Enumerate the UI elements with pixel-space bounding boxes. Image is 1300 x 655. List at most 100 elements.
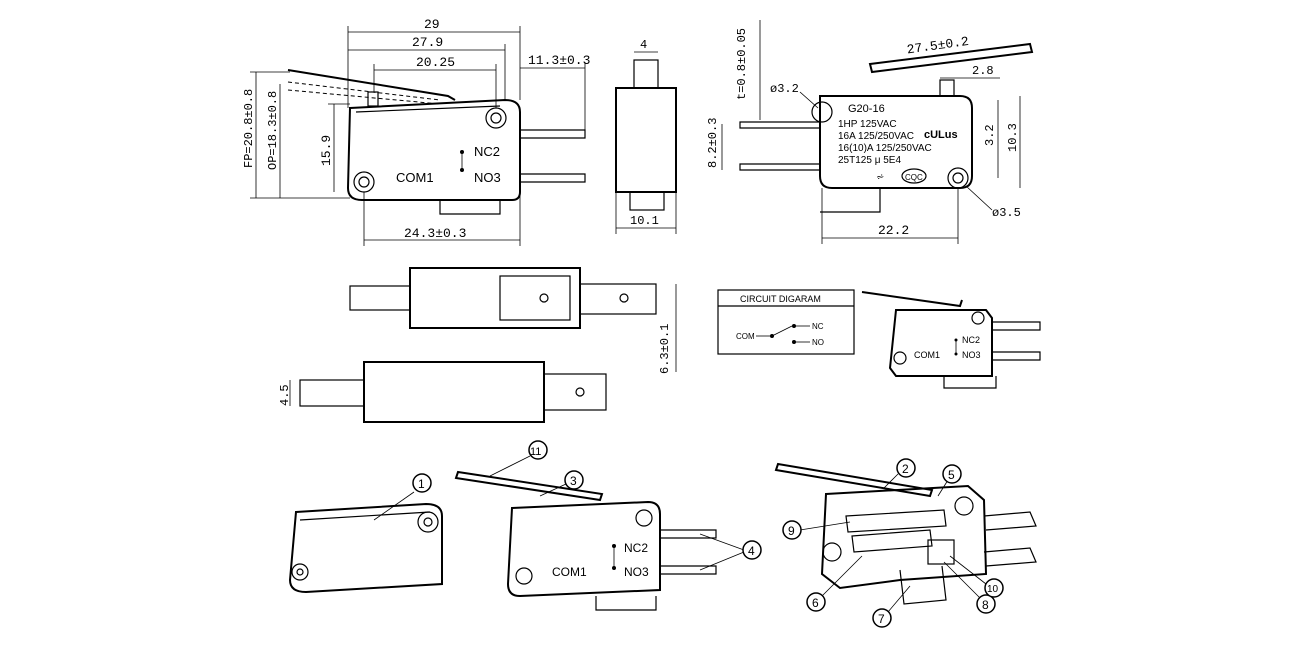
iso-terminal-com [943, 376, 997, 389]
assembled-label-nc: NC2 [624, 541, 648, 555]
lever-operating-position [287, 89, 441, 105]
rating-4: 25T125 μ 5E4 [838, 155, 901, 166]
callout-1 [412, 473, 432, 493]
callout-11 [528, 440, 548, 460]
callout-6-label: 6 [812, 596, 819, 610]
label-plunger [939, 79, 955, 97]
bottom-terminal-1 [579, 283, 657, 315]
iso-lever [861, 291, 963, 308]
front-view: NC2 COM1 NO3 29 27.9 20.25 11.3±0.3 FP=2… [242, 17, 590, 246]
callout-6 [806, 592, 826, 612]
label-no: NO3 [474, 170, 501, 185]
callout-2 [896, 458, 916, 478]
callout-10-label: 10 [987, 584, 999, 595]
internal-terminal-no [983, 547, 1037, 567]
cqc-logo-shape [901, 168, 927, 184]
callout-7-label: 7 [878, 612, 885, 626]
dim-10-1: 10.1 [630, 214, 659, 228]
callout-10 [984, 578, 1004, 598]
circuit-diagram: CIRCUIT DIGARAM COM NC NO [717, 289, 855, 355]
callout-9 [782, 520, 802, 540]
exploded-internal: 2 5 9 6 7 8 10 [774, 458, 1037, 628]
dim-22-2: 22.2 [878, 223, 909, 238]
dim-fp: FP=20.8±0.8 [242, 89, 256, 168]
bottom-body-1 [409, 267, 581, 329]
dim-t: t=0.8±0.05 [735, 28, 749, 100]
mount-hole-bottom [353, 171, 375, 193]
circuit-title: CIRCUIT DIGARAM [740, 294, 821, 304]
assembled-lever [454, 470, 604, 502]
iso-view: NC2 COM1 NO3 [861, 291, 1041, 389]
ce-mark-icon: ⩫ [876, 172, 884, 183]
circuit-com: COM [736, 332, 755, 341]
label-terminal-bottom [739, 163, 820, 171]
internal-terminal-com [899, 565, 947, 605]
label-view: G20-16 1HP 125VAC 16A 125/250VAC 16(10)A… [706, 20, 1034, 244]
rating-3: 16(10)A 125/250VAC [838, 143, 932, 154]
body-inner-line [355, 105, 501, 113]
dim-24-3: 24.3±0.3 [404, 226, 466, 241]
mount-hole-bottom-inner [358, 176, 370, 188]
iso-terminal-nc [992, 321, 1041, 331]
dim-6-3: 6.3±0.1 [658, 324, 672, 374]
callout-8 [976, 594, 996, 614]
callout-5 [942, 464, 962, 484]
dim-op: OP=18.3±0.8 [266, 91, 280, 170]
dim-27-9: 27.9 [412, 35, 443, 50]
assembled-terminal-nc [660, 529, 717, 539]
assembled-terminal-com [595, 596, 657, 611]
model-name: G20-16 [848, 103, 885, 115]
dim-3-2: 3.2 [983, 124, 997, 146]
cqc-logo: CQC [905, 173, 923, 182]
internal-base [820, 484, 988, 590]
terminal-com [439, 200, 501, 215]
label-terminal-com [820, 188, 881, 213]
dim-d3-2: ø3.2 [770, 82, 799, 96]
switch-body-outline [346, 98, 521, 201]
rating-1: 1HP 125VAC [838, 119, 897, 130]
internal-spring [845, 509, 947, 533]
bottom-body-2 [363, 361, 545, 423]
iso-label-nc: NC2 [962, 335, 980, 345]
terminal-no [520, 173, 586, 183]
callout-4 [742, 540, 762, 560]
callout-1-label: 1 [418, 477, 425, 491]
callout-9-label: 9 [788, 524, 795, 538]
callout-5-label: 5 [948, 468, 955, 482]
dim-11-3: 11.3±0.3 [528, 53, 590, 68]
label-body [819, 95, 973, 189]
label-terminal-top [739, 121, 820, 129]
callout-4-label: 4 [748, 544, 755, 558]
internal-terminal-nc [983, 511, 1037, 531]
assembled-body [506, 500, 661, 598]
callout-11-label: 11 [530, 446, 541, 458]
side-terminal [629, 191, 665, 211]
actuator-lever [287, 69, 456, 101]
dim-20-25: 20.25 [416, 55, 455, 70]
dim-4: 4 [640, 38, 647, 52]
dim-d3-5: ø3.5 [992, 206, 1021, 220]
dim-8-2: 8.2±0.3 [706, 118, 720, 168]
mount-hole-top [485, 107, 507, 129]
exploded-cover: 1 [288, 473, 443, 594]
assembled-label-no: NO3 [624, 565, 649, 579]
bottom-view-2: 4.5 [278, 361, 607, 423]
cover-outline [288, 502, 443, 594]
exploded-assembled: NC2 COM1 NO3 11 3 4 [454, 440, 762, 611]
callout-3-label: 3 [570, 474, 577, 488]
circuit-no: NO [812, 338, 824, 347]
circuit-nc: NC [812, 322, 824, 331]
assembled-label-com: COM1 [552, 565, 587, 579]
callout-8-label: 8 [982, 598, 989, 612]
dim-15-9: 15.9 [319, 135, 334, 166]
internal-lever [774, 462, 934, 498]
dim-29: 29 [424, 17, 440, 32]
side-body [615, 87, 677, 193]
label-nc: NC2 [474, 144, 500, 159]
rating-2: 16A 125/250VAC [838, 131, 914, 142]
side-plunger [633, 59, 659, 89]
side-view: 4 10.1 [615, 38, 677, 234]
internal-contact [851, 529, 933, 553]
